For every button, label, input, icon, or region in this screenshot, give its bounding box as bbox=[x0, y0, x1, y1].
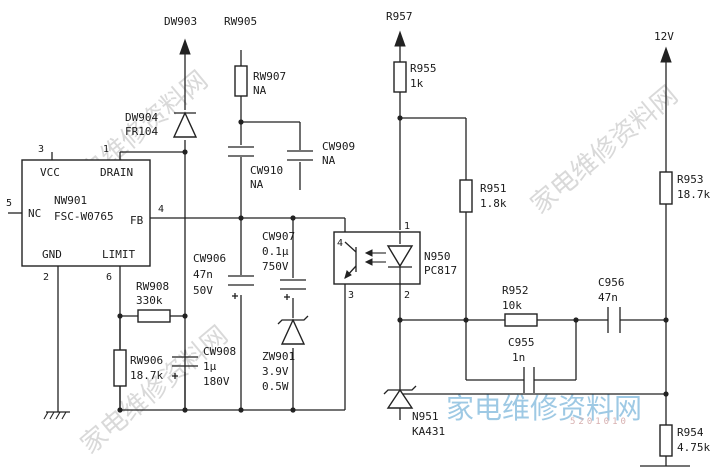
component-ref: CW906 bbox=[193, 252, 226, 265]
component-value: 1k bbox=[410, 77, 424, 90]
component-ref: N950 bbox=[424, 250, 451, 263]
capacitor-cw906: CW906 47n 50V bbox=[193, 252, 254, 299]
component-value: 1n bbox=[512, 351, 525, 364]
capacitor-c955: C955 1n bbox=[508, 336, 535, 393]
capacitor-cw909: CW909 NA bbox=[287, 140, 355, 167]
component-rating: 750V bbox=[262, 260, 289, 273]
resistor-rw907: RW907 NA bbox=[234, 65, 286, 97]
component-value: 3.9V bbox=[262, 365, 289, 378]
component-ref: CW910 bbox=[250, 164, 283, 177]
net-label: DW903 bbox=[164, 15, 197, 28]
net-label: R957 bbox=[386, 10, 413, 23]
component-rating: 180V bbox=[203, 375, 230, 388]
component-value: NA bbox=[253, 84, 267, 97]
shunt-regulator-n951: N951 KA431 bbox=[383, 385, 445, 438]
component-ref: RW907 bbox=[253, 70, 286, 83]
pin-number: 4 bbox=[158, 204, 164, 215]
rail-labels: DW903 RW905 R957 12V bbox=[164, 10, 674, 43]
component-value: 18.7k bbox=[677, 188, 710, 201]
ic-pin-label: FB bbox=[130, 214, 144, 227]
ic-pin-label: GND bbox=[42, 248, 62, 261]
component-ref: R955 bbox=[410, 62, 437, 75]
component-rating: 0.5W bbox=[262, 380, 289, 393]
optocoupler-n950: 4 1 3 2 N950 PC817 bbox=[333, 221, 457, 301]
ic-pin-label: NC bbox=[28, 207, 41, 220]
pin-number: 1 bbox=[103, 144, 109, 155]
resistor-rw906: RW906 18.7k bbox=[113, 349, 163, 387]
capacitor-cw910: CW910 NA bbox=[228, 146, 283, 191]
component-value: 1.8k bbox=[480, 197, 507, 210]
component-ref: CW908 bbox=[203, 345, 236, 358]
component-value: PC817 bbox=[424, 264, 457, 277]
component-ref: R951 bbox=[480, 182, 507, 195]
ic-pin-label: DRAIN bbox=[100, 166, 133, 179]
arrow-up-icon bbox=[179, 38, 191, 55]
diode-dw904: DW904 FR104 bbox=[125, 111, 198, 138]
component-value: KA431 bbox=[412, 425, 445, 438]
component-value: 47n bbox=[598, 291, 618, 304]
component-value: 330k bbox=[136, 294, 163, 307]
arrow-up-icon bbox=[660, 46, 672, 63]
component-ref: DW904 bbox=[125, 111, 158, 124]
resistor-r954: R954 4.75k bbox=[659, 424, 710, 457]
capacitor-cw907: CW907 0.1μ 750V bbox=[262, 230, 306, 300]
pin-number: 2 bbox=[404, 290, 410, 301]
component-ref: R952 bbox=[502, 284, 529, 297]
arrow-up-icon bbox=[394, 30, 406, 47]
component-value: 0.1μ bbox=[262, 245, 289, 258]
resistor-rw908: RW908 330k bbox=[136, 280, 171, 323]
ic-pin-label: LIMIT bbox=[102, 248, 135, 261]
component-ref: C956 bbox=[598, 276, 625, 289]
capacitor-c956: C956 47n bbox=[598, 276, 625, 333]
component-ref: CW909 bbox=[322, 140, 355, 153]
component-ref: R953 bbox=[677, 173, 704, 186]
pin-number: 1 bbox=[404, 221, 410, 232]
ic-nw901: 3 1 5 4 2 6 VCC DRAIN NC FB GND LIMIT NW… bbox=[6, 144, 164, 283]
component-ref: CW907 bbox=[262, 230, 295, 243]
resistor-r955: R955 1k bbox=[393, 61, 437, 93]
component-rating: 50V bbox=[193, 284, 213, 297]
pin-number: 5 bbox=[6, 198, 12, 209]
pin-number: 2 bbox=[43, 272, 49, 283]
net-label: 12V bbox=[654, 30, 674, 43]
pin-number: 3 bbox=[38, 144, 44, 155]
component-ref: C955 bbox=[508, 336, 535, 349]
component-value: FR104 bbox=[125, 125, 158, 138]
rail-arrows bbox=[179, 30, 672, 63]
ic-part-number: FSC-W0765 bbox=[54, 210, 114, 223]
pin-number: 3 bbox=[348, 290, 354, 301]
component-value: 10k bbox=[502, 299, 522, 312]
component-ref: RW906 bbox=[130, 354, 163, 367]
component-ref: ZW901 bbox=[262, 350, 295, 363]
resistor-r952: R952 10k bbox=[502, 284, 538, 327]
component-value: 4.75k bbox=[677, 441, 710, 454]
resistor-r951: R951 1.8k bbox=[459, 179, 507, 213]
capacitor-cw908: CW908 1μ 180V bbox=[172, 345, 236, 388]
component-ref: RW908 bbox=[136, 280, 169, 293]
component-value: NA bbox=[250, 178, 264, 191]
watermark-number: 5201010 bbox=[570, 417, 629, 427]
watermark-text-blue: 家电维修资料网 bbox=[446, 392, 642, 425]
ground-symbol-icon bbox=[43, 411, 70, 420]
component-value: NA bbox=[322, 154, 336, 167]
watermark-text: 家电维修资料网 bbox=[75, 320, 234, 460]
component-value: 18.7k bbox=[130, 369, 163, 382]
component-ref: R954 bbox=[677, 426, 704, 439]
component-value: 1μ bbox=[203, 360, 217, 373]
component-value: 47n bbox=[193, 268, 213, 281]
zener-zw901: ZW901 3.9V 0.5W bbox=[262, 315, 309, 393]
ic-reference: NW901 bbox=[54, 194, 87, 207]
ic-pin-label: VCC bbox=[40, 166, 60, 179]
net-label: RW905 bbox=[224, 15, 257, 28]
resistor-r953: R953 18.7k bbox=[659, 171, 710, 205]
pin-number: 6 bbox=[106, 272, 112, 283]
pin-number: 4 bbox=[337, 238, 343, 249]
component-ref: N951 bbox=[412, 410, 439, 423]
junctions bbox=[117, 115, 669, 413]
